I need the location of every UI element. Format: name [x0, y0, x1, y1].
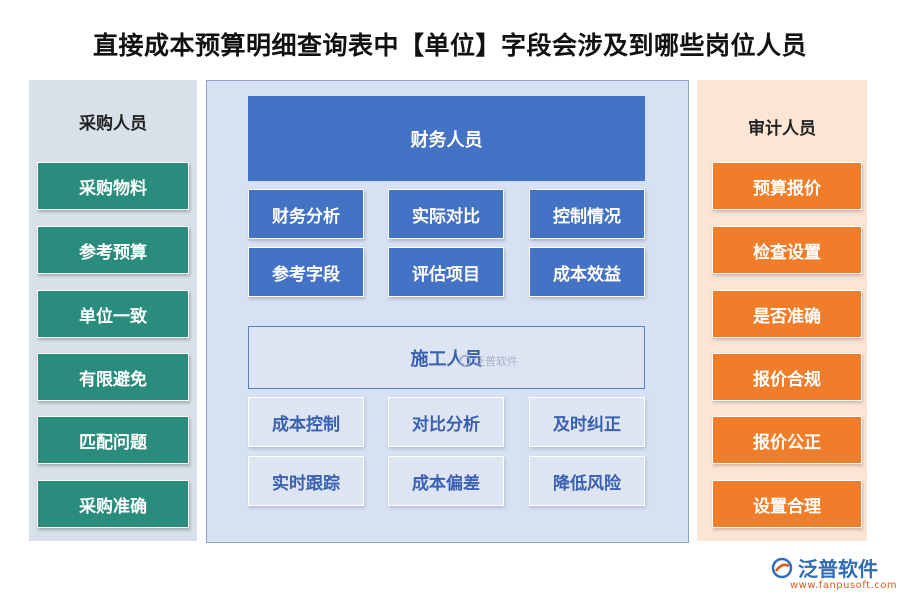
- watermark-text: 泛普软件: [474, 355, 518, 368]
- purchasing-item: 单位一致: [37, 290, 189, 338]
- audit-panel: 审计人员 预算报价 检查设置 是否准确 报价合规 报价公正 设置合理: [697, 80, 867, 541]
- purchasing-panel: 采购人员 采购物料 参考预算 单位一致 有限避免 匹配问题 采购准确: [29, 80, 197, 541]
- watermark: 泛普软件: [459, 353, 518, 369]
- audit-heading: 审计人员: [748, 119, 816, 139]
- construction-item: 及时纠正: [529, 397, 645, 447]
- finance-item: 参考字段: [248, 247, 364, 297]
- brand-logo: 泛普软件: [770, 553, 878, 582]
- purchasing-heading: 采购人员: [79, 114, 147, 134]
- purchasing-item: 采购物料: [37, 162, 189, 210]
- audit-item: 报价公正: [712, 416, 862, 464]
- audit-item: 预算报价: [712, 162, 862, 210]
- brand-name: 泛普软件: [798, 557, 878, 581]
- construction-item: 实时跟踪: [248, 456, 364, 506]
- finance-item: 实际对比: [388, 189, 504, 239]
- purchasing-item: 采购准确: [37, 480, 189, 528]
- finance-item: 成本效益: [529, 247, 645, 297]
- construction-item: 成本偏差: [388, 456, 504, 506]
- finance-item: 评估项目: [388, 247, 504, 297]
- watermark-logo-icon: [459, 355, 471, 367]
- audit-item: 报价合规: [712, 353, 862, 401]
- audit-item: 是否准确: [712, 290, 862, 338]
- finance-item: 控制情况: [529, 189, 645, 239]
- brand-swirl-icon: [771, 557, 793, 578]
- center-panel: 财务人员 财务分析 实际对比 控制情况 参考字段 评估项目 成本效益 施工人员 …: [206, 80, 689, 543]
- diagram-title: 直接成本预算明细查询表中【单位】字段会涉及到哪些岗位人员: [92, 31, 807, 60]
- construction-heading: 施工人员: [248, 326, 645, 389]
- construction-item: 成本控制: [248, 397, 364, 447]
- finance-item: 财务分析: [248, 189, 364, 239]
- finance-heading: 财务人员: [248, 96, 645, 181]
- construction-item: 对比分析: [388, 397, 504, 447]
- construction-item: 降低风险: [529, 456, 645, 506]
- purchasing-item: 有限避免: [37, 353, 189, 401]
- audit-item: 检查设置: [712, 226, 862, 274]
- purchasing-item: 匹配问题: [37, 416, 189, 464]
- audit-item: 设置合理: [712, 480, 862, 528]
- purchasing-item: 参考预算: [37, 226, 189, 274]
- brand-url: www.fanpusoft.com: [790, 580, 898, 591]
